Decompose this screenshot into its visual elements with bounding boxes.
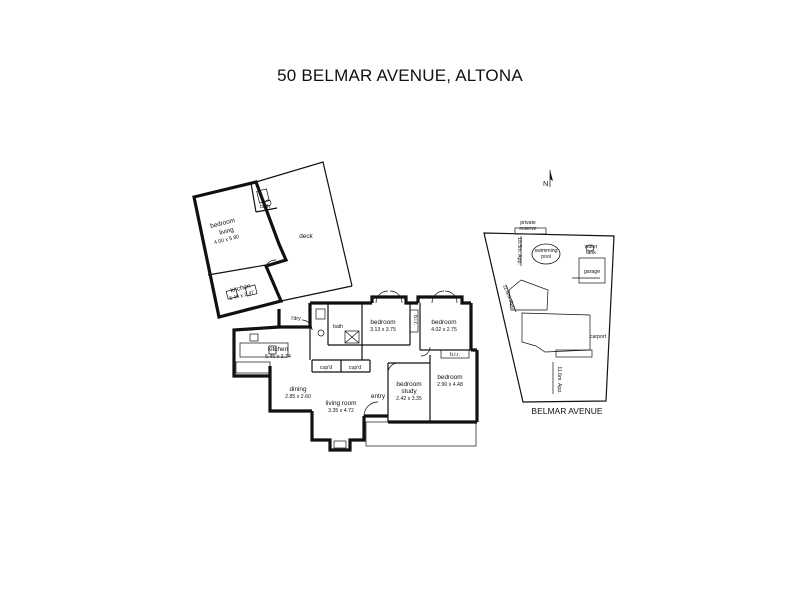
- studio-bath-label: bath: [260, 204, 270, 210]
- dim-top-label: 10.5m. App.: [516, 237, 522, 265]
- living-room-label: living room: [326, 400, 357, 407]
- site-labels: private reserve swimming pool water tank…: [501, 220, 607, 416]
- living-room-dims: 3.35 x 4.72: [328, 408, 354, 414]
- bedroom-c-label: bedroom: [437, 374, 462, 381]
- bedroom-a-dims: 3.13 x 3.75: [370, 327, 396, 333]
- main-house-walls: [232, 290, 479, 452]
- swimming-pool-label-1: swimming: [534, 248, 557, 254]
- dim-bottom-label: 11.6m. App.: [556, 366, 562, 393]
- dim-side-label: 11.8m. App.: [501, 284, 517, 312]
- kitchen-label: kitchen: [268, 346, 289, 353]
- water-tank-label-1: water: [585, 244, 598, 250]
- private-reserve-label-2: reserve: [519, 226, 536, 232]
- kitchen-dims: 5.45 x 2.74: [265, 354, 291, 360]
- bir-b-label: b.i.r.: [450, 352, 460, 358]
- bir-a-label: b.i.r.: [412, 315, 418, 325]
- cupd-1-label: cup'd: [320, 365, 332, 371]
- bedroom-a-label: bedroom: [370, 319, 395, 326]
- bedroom-living-label-2: living: [219, 226, 235, 236]
- swimming-pool-label-2: pool: [541, 254, 551, 260]
- bedroom-study-dims: 2.42 x 3.35: [396, 396, 422, 402]
- dining-dims: 2.85 x 2.60: [285, 394, 311, 400]
- water-tank-label-2: tank: [586, 250, 596, 256]
- bedroom-b-dims: 4.02 x 2.75: [431, 327, 457, 333]
- main-bath-label: bath: [333, 324, 343, 330]
- bedroom-study-label-2: study: [401, 388, 417, 395]
- compass: N: [543, 170, 553, 188]
- dining-label: dining: [289, 386, 307, 393]
- pool-shape: [531, 243, 561, 265]
- bedroom-c-dims: 2.90 x 4.48: [437, 382, 463, 388]
- studio-kitchen-label: kitchen: [230, 283, 252, 295]
- bedroom-b-label: bedroom: [431, 319, 456, 326]
- studio-walls: [192, 180, 289, 319]
- cupd-2-label: cup'd: [349, 365, 361, 371]
- carport-label: carport: [590, 334, 607, 340]
- bedroom-study-label-1: bedroom: [396, 381, 421, 388]
- ldry-label: l'dry: [291, 316, 301, 322]
- deck-outline: [255, 161, 353, 302]
- bedroom-living-dims: 4.00 x 5.80: [214, 234, 240, 246]
- entry-label: entry: [371, 393, 386, 400]
- page-title: 50 BELMAR AVENUE, ALTONA: [277, 66, 523, 85]
- private-reserve-label-1: private: [520, 220, 536, 226]
- site-plan: [483, 227, 615, 403]
- garage-label: garage: [584, 269, 600, 275]
- street-label: BELMAR AVENUE: [531, 406, 603, 416]
- deck-label: deck: [299, 233, 313, 240]
- compass-label: N: [543, 179, 548, 188]
